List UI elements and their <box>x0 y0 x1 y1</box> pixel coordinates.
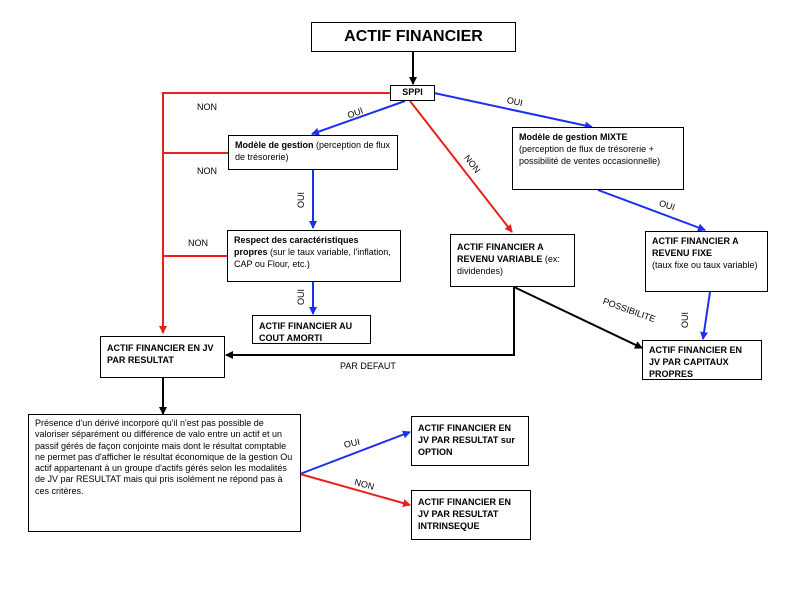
title-text: ACTIF FINANCIER <box>344 28 483 45</box>
cout-amorti-bold: ACTIF FINANCIER AU COUT AMORTI <box>259 321 353 343</box>
respect-bold: Respect des caractéristiques propres <box>234 235 359 257</box>
presence-text: Présence d'un dérivé incorporé qu'il n'e… <box>35 418 293 496</box>
cout-amorti-box: ACTIF FINANCIER AU COUT AMORTI <box>252 315 371 344</box>
arrow-sppi-modele <box>311 100 406 136</box>
revenu-variable-bold: ACTIF FINANCIER A REVENU VARIABLE <box>457 242 544 264</box>
modele-gestion-bold: Modèle de gestion <box>235 140 314 150</box>
revenu-fixe-bold: ACTIF FINANCIER A REVENU FIXE <box>652 236 739 258</box>
jv-capitaux-bold: ACTIF FINANCIER EN JV PAR CAPITAUX PROPR… <box>649 345 742 379</box>
modele-mixte-text: (perception de flux de trésorerie + poss… <box>519 144 661 166</box>
jv-capitaux-box: ACTIF FINANCIER EN JV PAR CAPITAUX PROPR… <box>642 340 762 380</box>
jv-intrinseque-bold: ACTIF FINANCIER EN JV PAR RESULTAT INTRI… <box>418 497 511 531</box>
arrow-sppi-mixte <box>433 92 593 130</box>
jv-intrinseque-box: ACTIF FINANCIER EN JV PAR RESULTAT INTRI… <box>411 490 531 540</box>
revenu-variable-text: (ex: dividendes) <box>457 254 560 276</box>
arrow-presence-option <box>299 430 411 475</box>
title-box: ACTIF FINANCIER <box>311 22 516 52</box>
modele-gestion-box: Modèle de gestion (perception de flux de… <box>228 135 398 170</box>
jv-option-box: ACTIF FINANCIER EN JV PAR RESULTAT sur O… <box>411 416 529 466</box>
arrow-fixe-capitaux <box>700 291 711 340</box>
revenu-fixe-box: ACTIF FINANCIER A REVENU FIXE (taux fixe … <box>645 231 768 292</box>
arrow-variable-capitaux <box>513 286 643 349</box>
label-non-modele: NON <box>197 166 217 176</box>
label-par-defaut: PAR DEFAUT <box>340 361 396 371</box>
sppi-box: SPPI <box>390 85 435 101</box>
arrow-sppi-variable <box>409 100 513 233</box>
label-non-sppi: NON <box>197 102 217 112</box>
jv-option-bold: ACTIF FINANCIER EN JV PAR RESULTAT sur O… <box>418 423 515 457</box>
arrow-variable-jv <box>225 287 515 359</box>
jv-resultat-box: ACTIF FINANCIER EN JV PAR RESULTAT <box>100 336 225 378</box>
label-oui-modele-respect: OUI <box>296 191 306 208</box>
jv-resultat-bold: ACTIF FINANCIER EN JV PAR RESULTAT <box>107 343 214 365</box>
modele-gestion-text: (perception de flux de trésorerie) <box>235 140 391 162</box>
respect-box: Respect des caractéristiques propres (su… <box>227 230 401 282</box>
arrow-presence-intrinseque <box>299 473 411 507</box>
arrow-sppi-non <box>159 92 392 334</box>
modele-mixte-bold: Modèle de gestion MIXTE <box>519 132 628 142</box>
respect-text: (sur le taux variable, l'inflation, CAP … <box>234 247 391 269</box>
label-non-respect: NON <box>188 238 208 248</box>
label-oui-respect-amorti: OUI <box>296 288 306 305</box>
arrow-mixte-fixe <box>597 189 706 232</box>
sppi-text: SPPI <box>402 87 423 97</box>
modele-mixte-box: Modèle de gestion MIXTE (perception de fl… <box>512 127 684 190</box>
revenu-fixe-text: (taux fixe ou taux variable) <box>652 260 758 270</box>
presence-box: Présence d'un dérivé incorporé qu'il n'e… <box>28 414 301 532</box>
revenu-variable-box: ACTIF FINANCIER A REVENU VARIABLE (ex: d… <box>450 234 575 287</box>
label-oui-fixe-capitaux: OUI <box>680 311 690 328</box>
